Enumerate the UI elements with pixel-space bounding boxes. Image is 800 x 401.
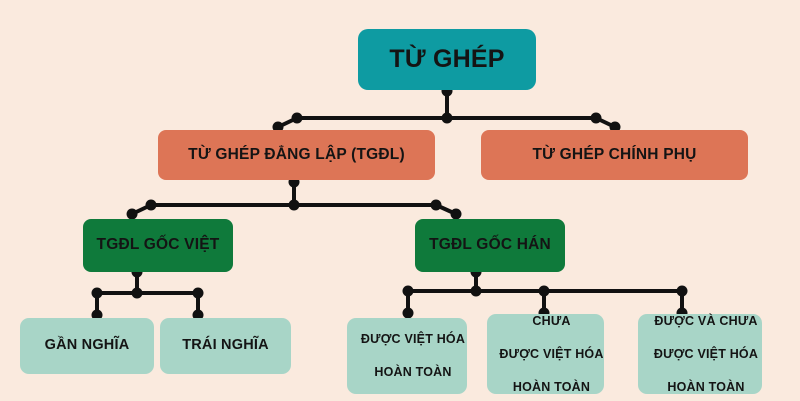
node-tu-ghep-label: TỪ GHÉP — [389, 44, 505, 73]
text-line-1: ĐƯỢC VÀ CHƯA — [654, 313, 758, 328]
node-trai-nghia-label: TRÁI NGHĨA — [182, 337, 269, 354]
text-line-1: ĐƯỢC VIỆT HÓA — [360, 332, 466, 347]
edge-gochan-to-level4 — [402, 266, 688, 319]
node-chua-duoc-viet-hoa-hoan-toan[interactable]: CHƯA ĐƯỢC VIỆT HÓA HOÀN TOÀN — [487, 314, 604, 394]
node-tgdl-goc-viet-label: TGĐL GỐC VIỆT — [96, 236, 220, 254]
text-line-3: HOÀN TOÀN — [667, 379, 745, 394]
node-duoc-viet-hoa-hoan-toan[interactable]: ĐƯỢC VIỆT HÓA HOÀN TOÀN — [347, 318, 467, 394]
node-tu-ghep-dang-lap[interactable]: TỪ GHÉP ĐẲNG LẬP (TGĐL) — [158, 130, 435, 180]
edge-root-to-level2 — [272, 85, 621, 133]
node-tgdl-goc-han-label: TGĐL GỐC HÁN — [429, 236, 551, 254]
node-trai-nghia[interactable]: TRÁI NGHĨA — [160, 318, 291, 374]
node-tu-ghep-chinh-phu[interactable]: TỪ GHÉP CHÍNH PHỤ — [481, 130, 748, 180]
node-tu-ghep[interactable]: TỪ GHÉP — [358, 29, 536, 90]
edge-gocviet-to-level4 — [91, 266, 204, 321]
node-gan-nghia-label: GẦN NGHĨA — [44, 337, 130, 354]
edge-dangpap-to-level3 — [126, 176, 462, 220]
node-tgdl-goc-viet[interactable]: TGĐL GỐC VIỆT — [83, 219, 233, 272]
node-chua-duoc-viet-hoa-hoan-toan-label: CHƯA ĐƯỢC VIỆT HÓA HOÀN TOÀN — [487, 313, 604, 396]
text-line-2: HOÀN TOÀN — [374, 365, 452, 380]
node-gan-nghia[interactable]: GẦN NGHĨA — [20, 318, 154, 374]
node-duoc-va-chua-duoc-viet-hoa-hoan-toan[interactable]: ĐƯỢC VÀ CHƯA ĐƯỢC VIỆT HÓA HOÀN TOÀN — [638, 314, 762, 394]
node-duoc-va-chua-duoc-viet-hoa-hoan-toan-label: ĐƯỢC VÀ CHƯA ĐƯỢC VIỆT HÓA HOÀN TOÀN — [638, 313, 762, 396]
node-tu-ghep-chinh-phu-label: TỪ GHÉP CHÍNH PHỤ — [532, 145, 697, 163]
text-line-3: HOÀN TOÀN — [512, 379, 591, 394]
node-tu-ghep-dang-lap-label: TỪ GHÉP ĐẲNG LẬP (TGĐL) — [188, 145, 405, 163]
text-line-2: ĐƯỢC VIỆT HÓA — [499, 346, 604, 361]
text-line-1: CHƯA — [532, 313, 571, 328]
node-tgdl-goc-han[interactable]: TGĐL GỐC HÁN — [415, 219, 565, 272]
text-line-2: ĐƯỢC VIỆT HÓA — [653, 346, 759, 361]
node-duoc-viet-hoa-hoan-toan-label: ĐƯỢC VIỆT HÓA HOÀN TOÀN — [347, 331, 467, 381]
